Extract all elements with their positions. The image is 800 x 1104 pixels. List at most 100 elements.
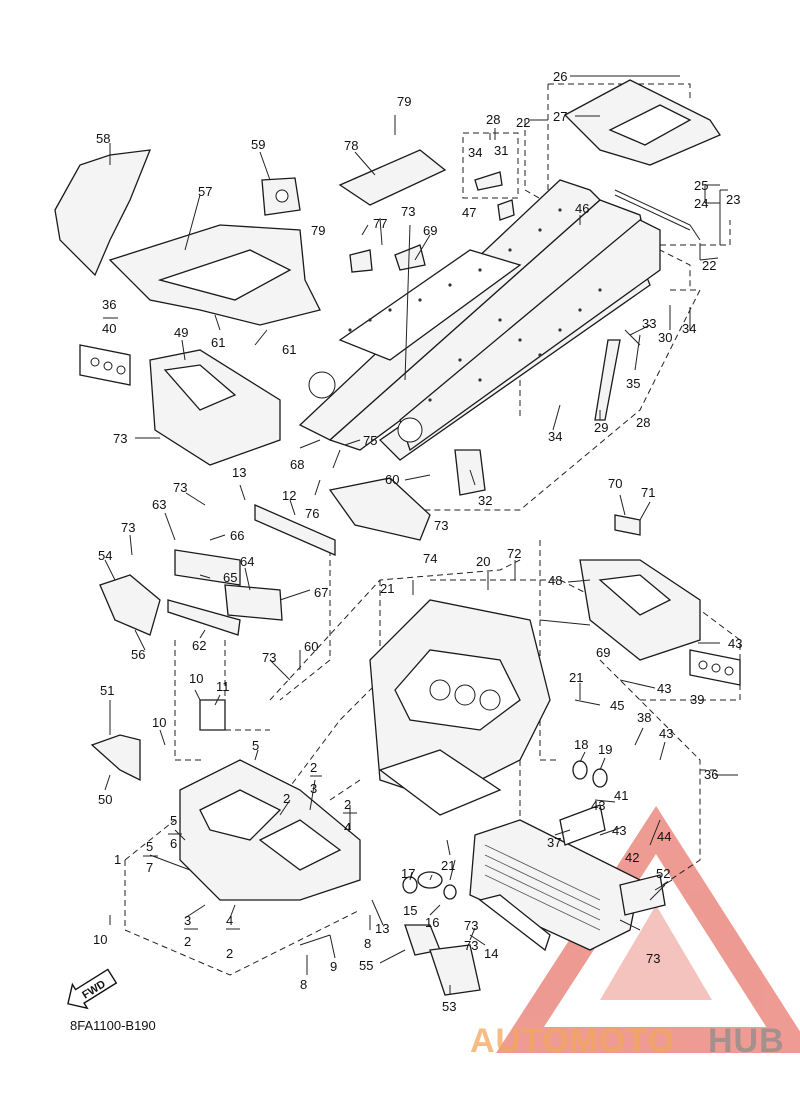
label-46: 46 bbox=[575, 201, 589, 216]
label-9: 9 bbox=[330, 959, 337, 974]
label-74: 74 bbox=[423, 551, 437, 566]
label-79-top: 79 bbox=[397, 94, 411, 109]
label-18: 18 bbox=[574, 737, 588, 752]
label-51: 51 bbox=[100, 683, 114, 698]
label-43-right: 43 bbox=[728, 636, 742, 651]
label-22-right: 22 bbox=[702, 258, 716, 273]
bracket-54-56 bbox=[99, 574, 161, 636]
label-73-bottom: 73 bbox=[464, 938, 478, 953]
label-16: 16 bbox=[425, 915, 439, 930]
label-25: 25 bbox=[694, 178, 708, 193]
label-47: 47 bbox=[462, 205, 476, 220]
label-69-top: 69 bbox=[423, 223, 437, 238]
main-frame-rails bbox=[298, 179, 661, 461]
label-43-right2: 43 bbox=[659, 726, 673, 741]
front-cowl-58 bbox=[54, 149, 152, 277]
label-12: 12 bbox=[282, 488, 296, 503]
drawing-code: 8FA1100-B190 bbox=[70, 1018, 156, 1033]
part-labels: 26 79 27 22 28 58 59 78 34 31 25 23 57 2… bbox=[93, 69, 742, 1014]
label-40: 40 bbox=[102, 321, 116, 336]
label-63: 63 bbox=[152, 497, 166, 512]
label-36-top: 36 bbox=[102, 297, 116, 312]
label-35: 35 bbox=[626, 376, 640, 391]
label-14: 14 bbox=[484, 946, 498, 961]
label-34-top: 34 bbox=[468, 145, 482, 160]
label-17: 17 bbox=[401, 866, 415, 881]
label-24: 24 bbox=[694, 196, 708, 211]
label-61-right: 61 bbox=[282, 342, 296, 357]
label-31: 31 bbox=[494, 143, 508, 158]
label-42: 42 bbox=[625, 850, 639, 865]
label-72: 72 bbox=[507, 546, 521, 561]
leader-lines bbox=[103, 75, 738, 995]
label-13-low: 13 bbox=[375, 921, 389, 936]
label-28-right: 28 bbox=[636, 415, 650, 430]
label-70: 70 bbox=[608, 476, 622, 491]
label-60-mid: 60 bbox=[304, 639, 318, 654]
bracket-39 bbox=[689, 649, 741, 686]
label-5-left: 5 bbox=[146, 839, 153, 854]
label-30: 30 bbox=[658, 330, 672, 345]
label-3-mid: 3 bbox=[310, 781, 317, 796]
label-79-left: 79 bbox=[311, 223, 325, 238]
label-59: 59 bbox=[251, 137, 265, 152]
label-29: 29 bbox=[594, 420, 608, 435]
label-23: 23 bbox=[726, 192, 740, 207]
label-73-midleft: 73 bbox=[262, 650, 276, 665]
label-10-top: 10 bbox=[189, 671, 203, 686]
label-34-low: 34 bbox=[548, 429, 562, 444]
label-73-center: 73 bbox=[434, 518, 448, 533]
label-52: 52 bbox=[656, 866, 670, 881]
center-frame bbox=[369, 599, 551, 816]
label-45: 45 bbox=[610, 698, 624, 713]
rear-frame-plate bbox=[563, 79, 721, 166]
label-43-mid: 43 bbox=[657, 681, 671, 696]
label-10-left: 10 bbox=[152, 715, 166, 730]
label-39: 39 bbox=[690, 692, 704, 707]
label-21-low: 21 bbox=[441, 858, 455, 873]
label-77: 77 bbox=[373, 216, 387, 231]
label-73-upper: 73 bbox=[173, 480, 187, 495]
label-2-upper: 2 bbox=[283, 791, 290, 806]
label-15: 15 bbox=[403, 903, 417, 918]
automotohub-wordmark: AUTOMOTO HUB bbox=[470, 1022, 785, 1060]
label-8-mid: 8 bbox=[364, 936, 371, 951]
label-2-lower2: 2 bbox=[226, 946, 233, 961]
label-49: 49 bbox=[174, 325, 188, 340]
label-32: 32 bbox=[478, 493, 492, 508]
label-60-top: 60 bbox=[385, 472, 399, 487]
label-36-right: 36 bbox=[704, 767, 718, 782]
label-73-leftmid: 73 bbox=[121, 520, 135, 535]
radiator-heat-exchanger bbox=[469, 819, 641, 951]
label-65: 65 bbox=[223, 570, 237, 585]
bracket-group-62-67 bbox=[167, 549, 283, 636]
label-50: 50 bbox=[98, 792, 112, 807]
label-71: 71 bbox=[641, 485, 655, 500]
brand-part2: HUB bbox=[708, 1022, 785, 1060]
front-sub-frame-1 bbox=[179, 759, 361, 901]
bracket-40 bbox=[79, 344, 131, 386]
label-43-lower: 43 bbox=[612, 823, 626, 838]
label-28-top: 28 bbox=[486, 112, 500, 127]
label-13-top: 13 bbox=[232, 465, 246, 480]
label-73-lower: 73 bbox=[464, 918, 478, 933]
bracket-50 bbox=[90, 734, 141, 782]
label-19: 19 bbox=[598, 742, 612, 757]
label-5-mid: 5 bbox=[170, 813, 177, 828]
label-41: 41 bbox=[614, 788, 628, 803]
label-3-low: 3 bbox=[184, 913, 191, 928]
label-78: 78 bbox=[344, 138, 358, 153]
label-2-right: 2 bbox=[344, 797, 351, 812]
label-21-mid: 21 bbox=[569, 670, 583, 685]
forward-direction-arrow: FWD bbox=[67, 968, 118, 1010]
label-73-left: 73 bbox=[113, 431, 127, 446]
label-2-lower: 2 bbox=[184, 934, 191, 949]
label-10-bottom: 10 bbox=[93, 932, 107, 947]
label-33: 33 bbox=[642, 316, 656, 331]
label-48: 48 bbox=[548, 573, 562, 588]
brand-part1: AUTOMOTO bbox=[470, 1022, 675, 1060]
label-54: 54 bbox=[98, 548, 112, 563]
label-76: 76 bbox=[305, 506, 319, 521]
label-5-top: 5 bbox=[252, 738, 259, 753]
